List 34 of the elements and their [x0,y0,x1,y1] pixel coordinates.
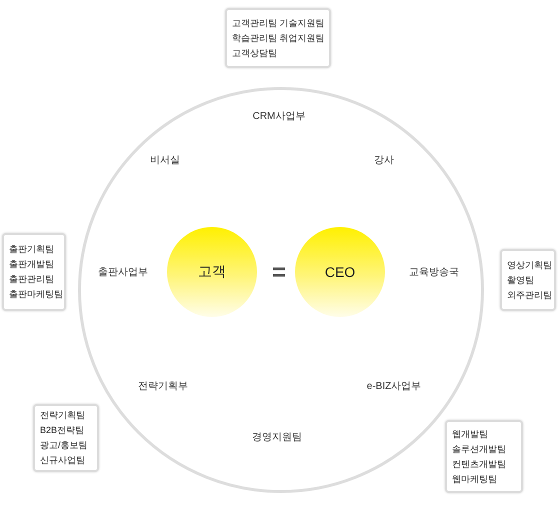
team-name: B2B전략팀 [40,424,84,437]
team-name: 출판마케팅팀 [9,288,63,301]
team-name: 출판관리팀 [9,273,54,286]
equals-sign: = [272,259,286,287]
team-name: 출판기획팀 [9,243,54,256]
team-list-box [2,233,66,311]
department-label: 비서실 [150,154,180,167]
department-label: e-BIZ사업부 [366,380,422,393]
team-list-box [500,249,556,311]
team-name: 광고/홍보팀 [40,439,88,452]
team-name: 전략기획팀 [40,409,85,422]
department-label: 출판사업부 [98,266,148,279]
team-name: 고객상담팀 [232,46,277,60]
team-name: 고객관리팀 기술지원팀 [232,16,325,30]
team-name: 학습관리팀 취업지원팀 [232,32,325,44]
team-name: 신규사업팀 [40,454,85,467]
team-name: 영상기획팀 [507,258,552,272]
department-label: 전략기획부 [138,380,188,393]
team-name: 웹마케팅팀 [452,472,497,486]
team-name: 컨텐츠개발팀 [452,458,506,470]
department-label: 경영지원팀 [252,431,302,444]
team-name: 웹개발팀 [452,428,488,440]
team-list-box [225,8,331,68]
department-label: 강사 [374,154,394,167]
team-list-box [445,420,523,493]
circle-label: CEO [324,264,356,280]
team-name: 촬영팀 [507,274,534,286]
team-name: 외주관리팀 [507,288,552,302]
circle-label: 고객 [198,263,226,281]
team-name: 솔루션개발팀 [452,442,506,456]
team-list-box [33,404,99,472]
department-label: CRM사업부 [252,110,306,123]
team-name: 출판개발팀 [9,258,54,271]
department-label: 교육방송국 [409,266,459,279]
